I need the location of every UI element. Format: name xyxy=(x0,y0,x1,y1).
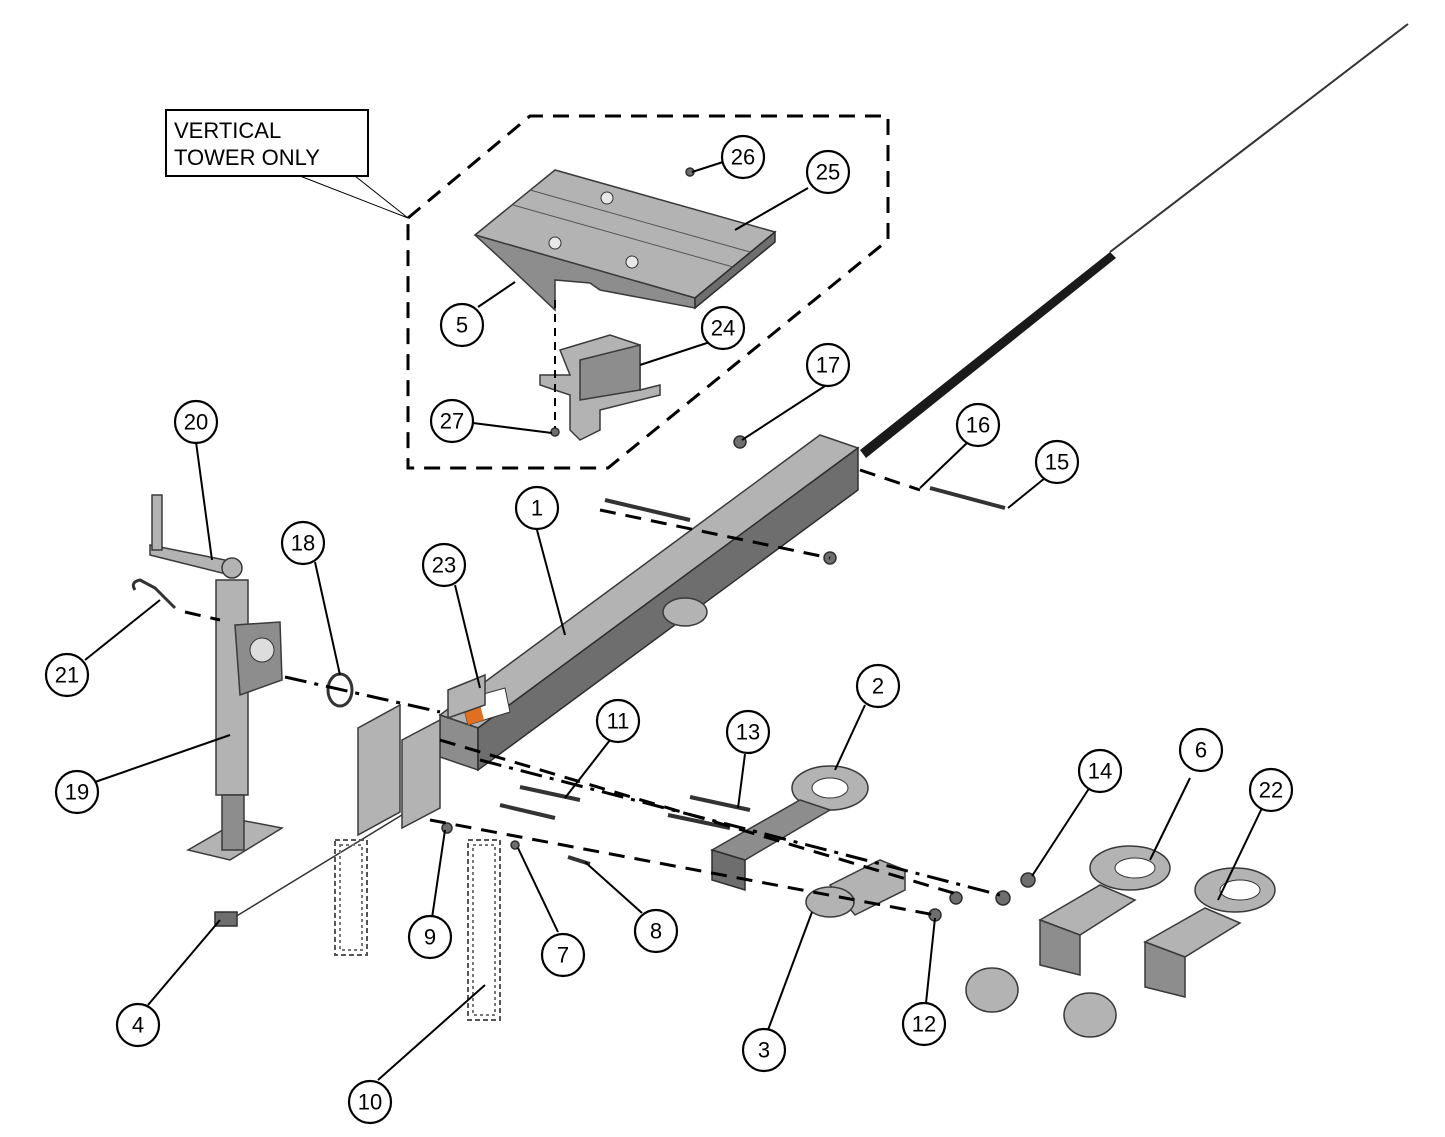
balloon-21: 21 xyxy=(44,652,90,698)
svg-text:13: 13 xyxy=(736,720,760,745)
balloon-20: 20 xyxy=(173,399,219,445)
safety-chain-left xyxy=(334,839,368,956)
leader-lines xyxy=(84,161,1263,1081)
end-plates xyxy=(357,673,486,837)
svg-text:25: 25 xyxy=(816,160,840,185)
svg-text:9: 9 xyxy=(424,925,436,950)
svg-text:7: 7 xyxy=(557,943,569,968)
mount-plate xyxy=(473,169,777,312)
balloon-27: 27 xyxy=(429,398,475,444)
balloon-17: 17 xyxy=(805,342,851,388)
svg-text:19: 19 xyxy=(65,780,89,805)
balloon-2: 2 xyxy=(855,663,901,709)
svg-text:3: 3 xyxy=(758,1038,770,1063)
balloon-19: 19 xyxy=(54,769,100,815)
svg-text:23: 23 xyxy=(432,553,456,578)
hardware xyxy=(214,435,1036,927)
svg-text:22: 22 xyxy=(1259,778,1283,803)
balloon-18: 18 xyxy=(280,520,326,566)
svg-text:24: 24 xyxy=(711,316,735,341)
balloon-22: 22 xyxy=(1248,767,1294,813)
svg-text:27: 27 xyxy=(440,409,464,434)
balloon-6: 6 xyxy=(1178,727,1224,773)
pintle-coupler-22 xyxy=(1063,867,1276,1038)
callout-line-1: VERTICAL xyxy=(174,118,281,143)
svg-text:12: 12 xyxy=(912,1012,936,1037)
svg-text:10: 10 xyxy=(358,1090,382,1115)
svg-text:15: 15 xyxy=(1045,450,1069,475)
balloon-26: 26 xyxy=(720,134,766,180)
balloon-12: 12 xyxy=(901,1001,947,1047)
bracket xyxy=(539,334,661,441)
assembly-lines xyxy=(184,468,1001,917)
tongue-jack xyxy=(149,494,285,861)
balloon-13: 13 xyxy=(725,709,771,755)
svg-text:21: 21 xyxy=(55,663,79,688)
breakaway-cable xyxy=(229,23,1409,921)
balloon-4: 4 xyxy=(115,1002,161,1048)
svg-text:4: 4 xyxy=(132,1013,144,1038)
balloon-11: 11 xyxy=(595,698,641,744)
balloon-14: 14 xyxy=(1077,748,1123,794)
balloon-5: 5 xyxy=(439,302,485,348)
svg-text:11: 11 xyxy=(607,709,630,734)
ring-coupler xyxy=(710,765,869,892)
pintle-coupler-6 xyxy=(965,845,1171,1013)
svg-text:6: 6 xyxy=(1195,738,1207,763)
ball-coupler xyxy=(805,859,906,918)
jack-pin xyxy=(131,578,177,610)
balloon-10: 10 xyxy=(347,1079,393,1125)
svg-text:20: 20 xyxy=(184,410,208,435)
balloon-24: 24 xyxy=(700,305,746,351)
main-tongue xyxy=(438,434,860,772)
svg-text:1: 1 xyxy=(531,496,543,521)
svg-text:8: 8 xyxy=(650,919,662,944)
svg-text:17: 17 xyxy=(816,353,840,378)
balloon-1: 1 xyxy=(514,485,560,531)
balloon-9: 9 xyxy=(407,914,453,960)
balloon-23: 23 xyxy=(421,542,467,588)
balloon-16: 16 xyxy=(955,402,1001,448)
screw-27 xyxy=(550,300,560,437)
svg-text:26: 26 xyxy=(731,145,755,170)
balloon-25: 25 xyxy=(805,149,851,195)
safety-chain-right xyxy=(467,839,501,1021)
balloon-3: 3 xyxy=(741,1027,787,1073)
svg-text:18: 18 xyxy=(291,531,315,556)
vertical-tower-callout: VERTICAL TOWER ONLY xyxy=(165,109,409,219)
vertical-tower-group xyxy=(406,114,890,470)
svg-text:14: 14 xyxy=(1088,759,1112,784)
balloon-15: 15 xyxy=(1034,439,1080,485)
balloon-7: 7 xyxy=(540,932,586,978)
callout-line-2: TOWER ONLY xyxy=(174,145,320,170)
balloon-8: 8 xyxy=(633,908,679,954)
svg-text:5: 5 xyxy=(456,313,468,338)
svg-text:16: 16 xyxy=(966,413,990,438)
svg-text:2: 2 xyxy=(872,674,884,699)
